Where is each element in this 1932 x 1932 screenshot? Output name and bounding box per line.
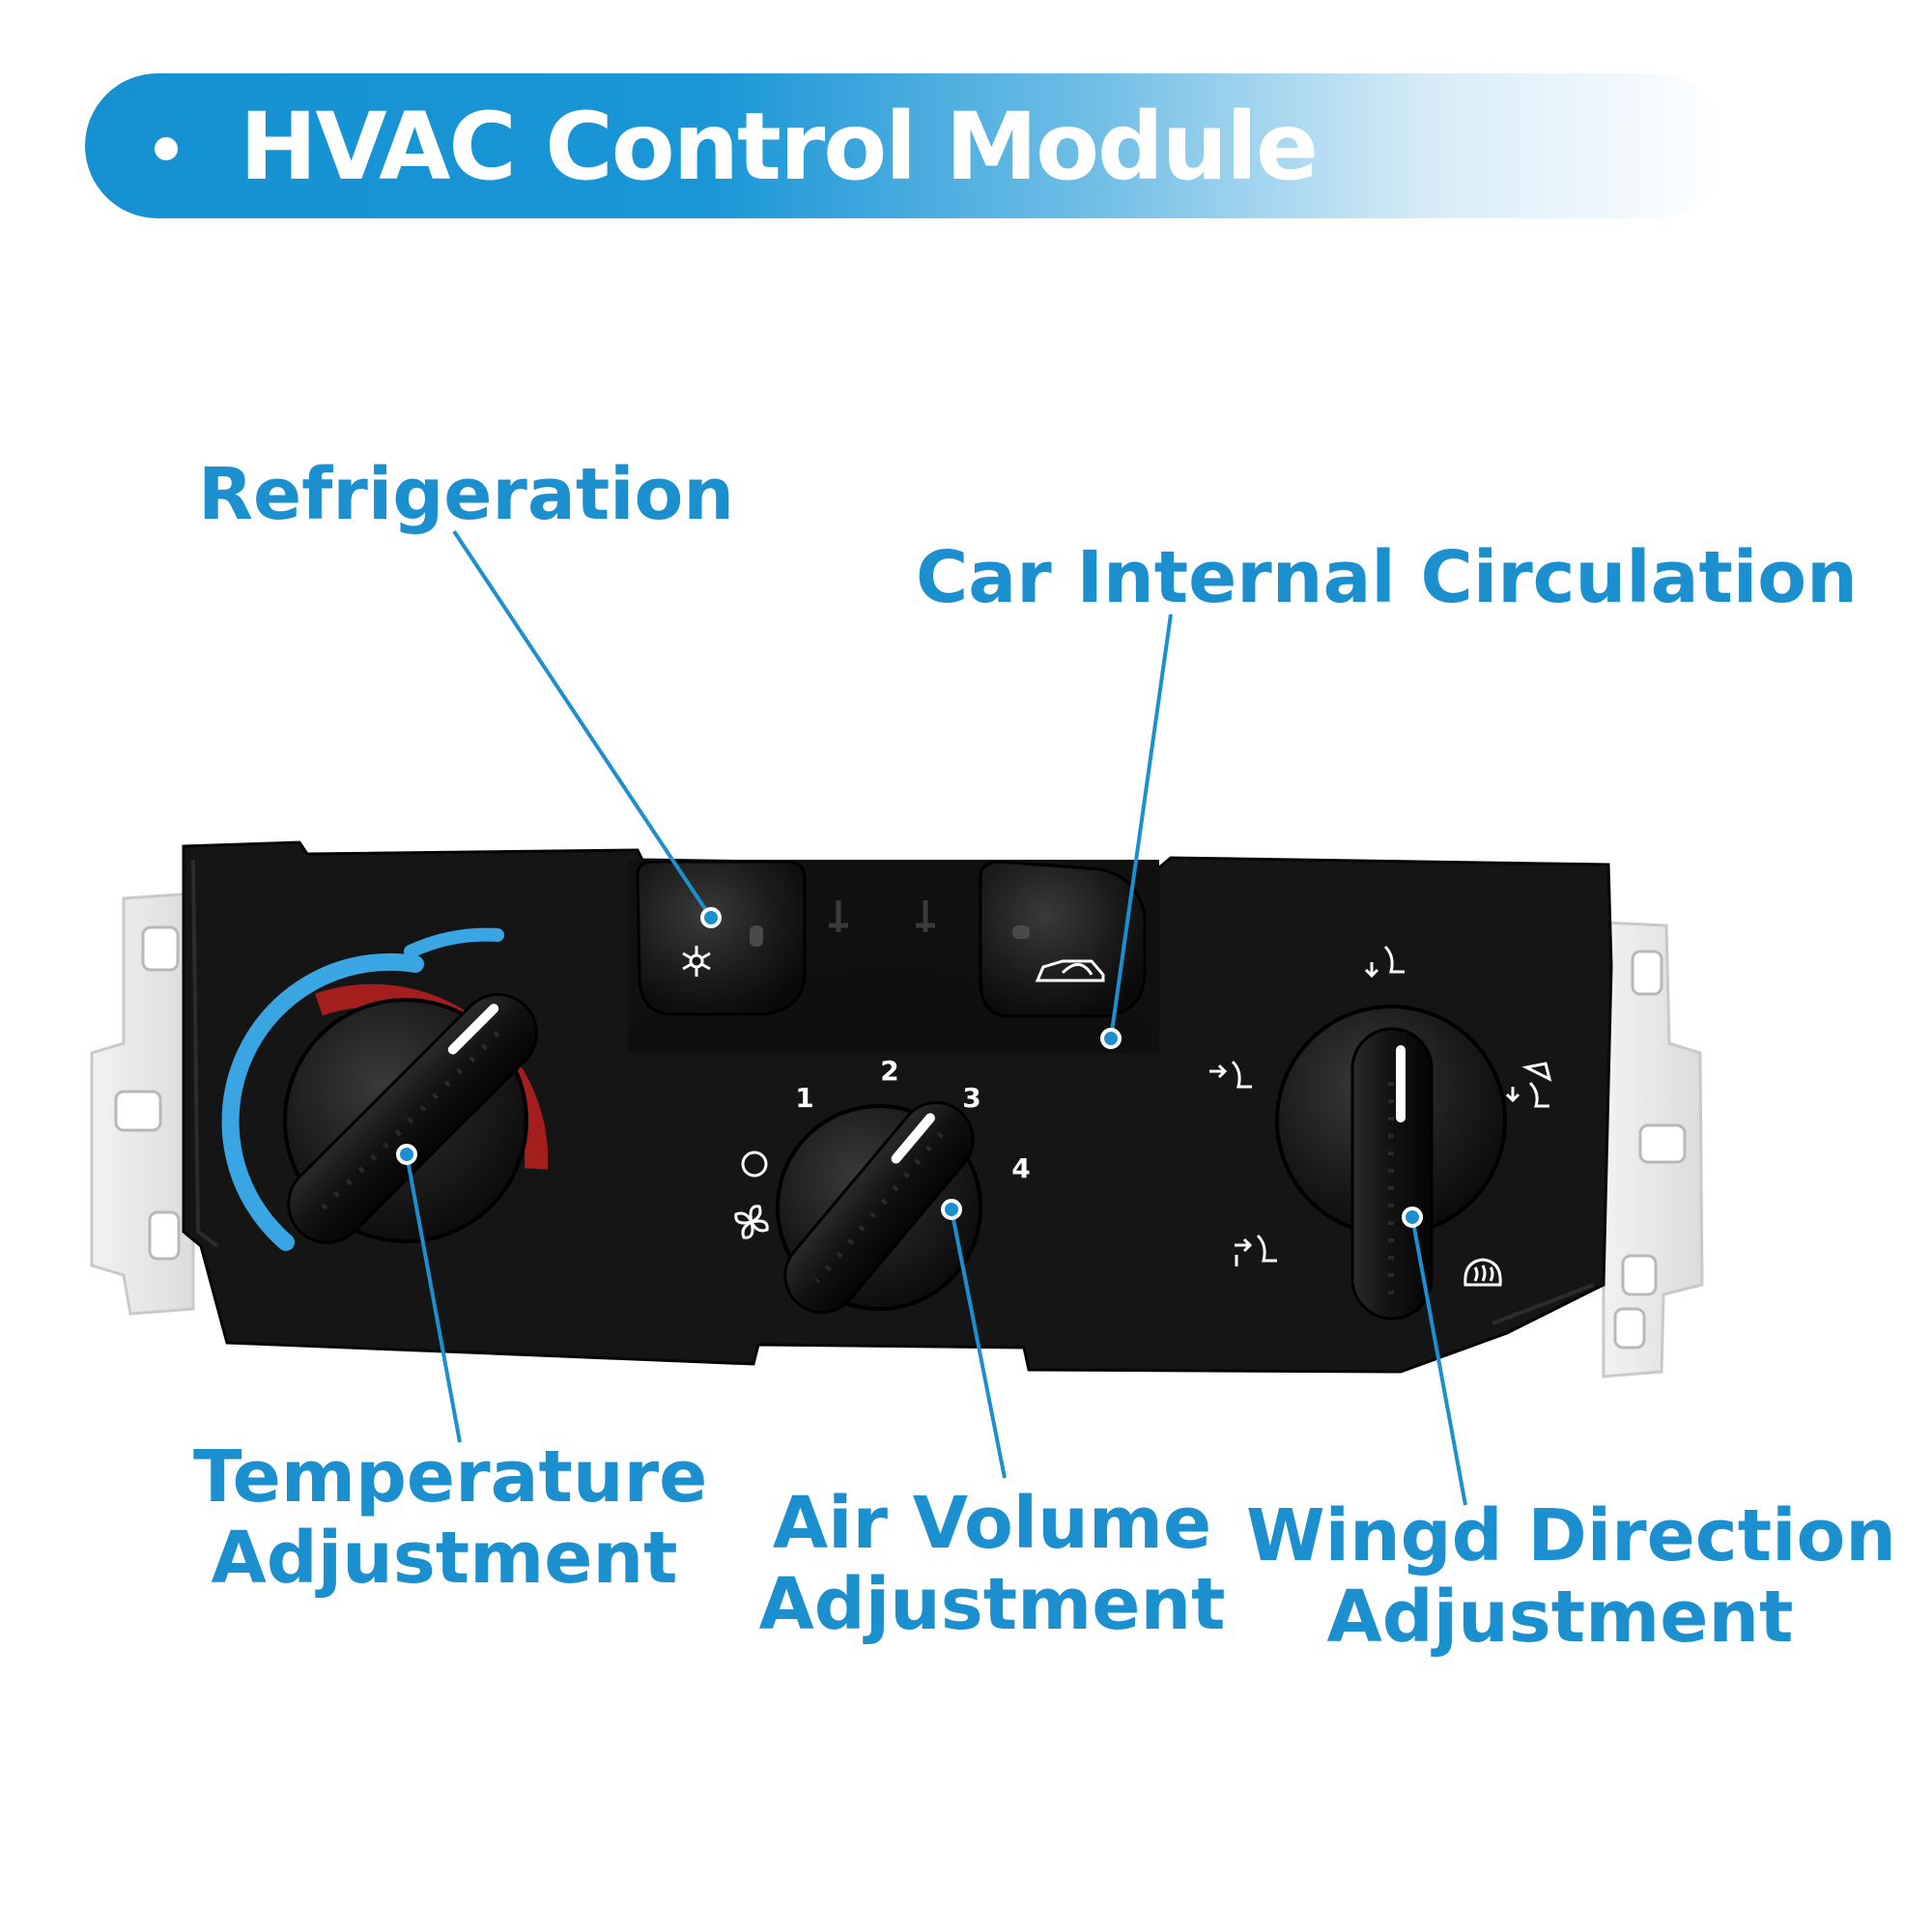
cold-arc	[221, 952, 424, 1251]
fan-speed-label-4: 4	[1011, 1152, 1030, 1184]
refrigeration-button[interactable]	[636, 860, 807, 1016]
wind-direction-pointer	[1396, 1045, 1406, 1122]
wind-direction-label-line2: Adjustment	[1326, 1576, 1794, 1659]
temperature-label-line2: Adjustment	[211, 1517, 678, 1600]
internal-circulation-button[interactable]	[979, 860, 1147, 1018]
snowflake-icon	[682, 946, 711, 977]
wind-direction-knob[interactable]	[1275, 1005, 1507, 1321]
left-mounting-bracket	[90, 892, 195, 1316]
air-volume-adjustment-label: Air Volume Adjustment	[755, 1483, 1229, 1645]
temperature-pointer	[447, 1004, 499, 1055]
fan-speed-label-1: 1	[795, 1082, 813, 1114]
fan-icon	[734, 1205, 769, 1239]
title-banner	[85, 73, 1727, 218]
temperature-label-line1: Temperature	[193, 1435, 708, 1519]
page-title: HVAC Control Module	[240, 93, 1319, 201]
temperature-knob[interactable]	[272, 979, 553, 1259]
circle-off-icon	[741, 1151, 768, 1178]
air-volume-label-line1: Air Volume	[772, 1482, 1212, 1565]
bullet-dot	[155, 137, 178, 160]
right-mounting-bracket	[1602, 921, 1704, 1378]
vent-feet-windshield-icon	[1505, 1062, 1552, 1108]
air-volume-knob[interactable]	[770, 1088, 987, 1327]
recirculation-indicator-light	[1012, 925, 1030, 939]
internal-circulation-label: Car Internal Circulation	[916, 536, 1858, 619]
air-volume-pointer	[891, 1113, 935, 1164]
car-recirculation-icon	[1035, 959, 1105, 982]
cold-arc-tip	[404, 927, 504, 958]
wind-direction-label-line1: Wingd Direction	[1246, 1494, 1896, 1577]
vent-face-icon	[1209, 1060, 1252, 1089]
vent-face-feet-icon	[1235, 1234, 1277, 1266]
fan-speed-label-2: 2	[880, 1055, 898, 1087]
ac-indicator-light	[750, 925, 763, 947]
refrigeration-label: Refrigeration	[198, 453, 735, 536]
fan-speed-label-3: 3	[962, 1082, 980, 1114]
vent-feet-icon	[1364, 945, 1405, 979]
air-volume-label-line2: Adjustment	[758, 1563, 1226, 1646]
panel-clips	[829, 900, 935, 932]
temperature-adjustment-label: Temperature Adjustment	[193, 1435, 708, 1600]
wind-direction-adjustment-label: Wingd Direction Adjustment	[1246, 1494, 1896, 1659]
